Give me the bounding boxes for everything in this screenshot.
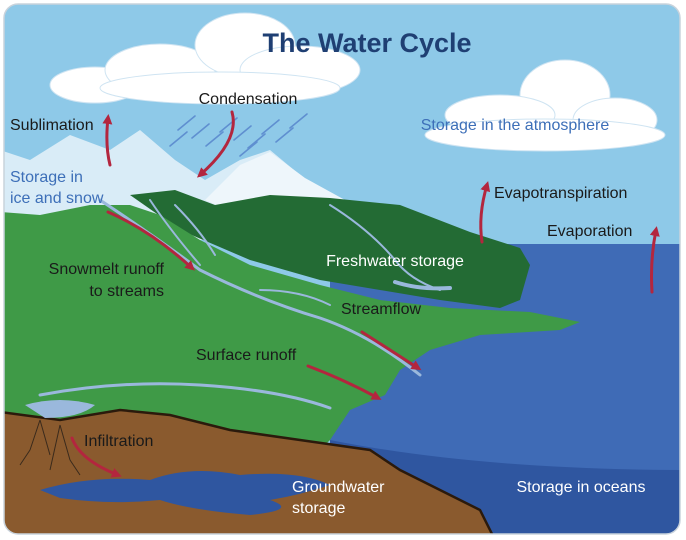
label-streamflow: Streamflow [341,301,421,318]
label-infiltration: Infiltration [84,433,153,450]
evapotranspiration-arrow [479,181,491,244]
soil-edge [4,408,497,534]
diagram-frame [3,3,681,535]
label-snowmelt-line1: Snowmelt runoff [49,261,165,278]
label-sublimation: Sublimation [10,117,94,134]
label-storage-oceans: Storage in oceans [517,479,646,496]
rain-streaks [169,113,308,157]
process-arrows [70,110,660,478]
forest-hills [130,190,530,308]
label-storage-atmosphere: Storage in the atmosphere [421,117,610,134]
diagram-title: The Water Cycle [262,28,471,58]
green-land [4,205,580,470]
surface-runoff-arrow [306,364,382,400]
streamflow-arrow [360,330,422,371]
condensation-arrow [196,110,235,178]
label-groundwater-line2: storage [292,500,345,517]
label-storage-ice-line1: Storage in [10,169,83,186]
evaporation-arrow [649,226,660,294]
rivers [38,198,452,410]
label-groundwater-line1: Groundwater [292,479,385,496]
label-evapotranspiration: Evapotranspiration [494,185,627,202]
cloud-left [49,12,361,105]
sublimation-arrow [102,114,113,167]
label-freshwater-storage: Freshwater storage [326,253,464,270]
label-snowmelt-line2: to streams [89,283,164,300]
label-condensation: Condensation [199,91,298,108]
infiltration-roots [19,419,81,476]
label-evaporation: Evaporation [547,223,632,240]
cloud-right [424,59,666,152]
infiltration-arrow [70,436,122,478]
groundwater-pool [40,471,330,515]
lake [25,400,95,418]
snowmelt-arrow [106,210,195,271]
label-surface-runoff: Surface runoff [196,347,297,364]
label-storage-ice-line2: ice and snow [10,190,104,207]
